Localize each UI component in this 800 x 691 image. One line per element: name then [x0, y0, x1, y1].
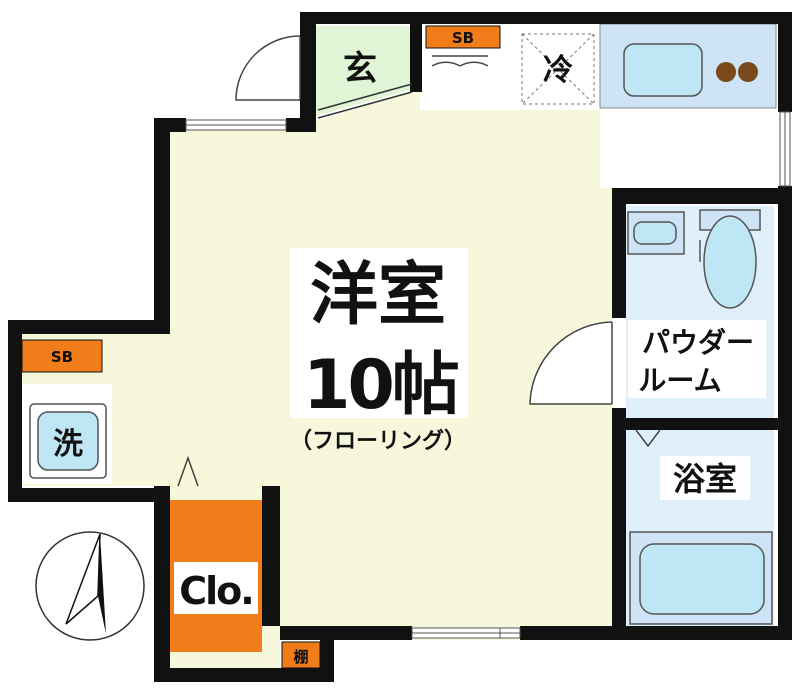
sink-icon: [633, 221, 677, 245]
kitchen-fixtures: [623, 43, 758, 97]
bath-label: 浴室: [673, 460, 737, 498]
windows: [185, 111, 791, 639]
labels: 洋室 10帖 （フローリング） 玄 冷 パウダー ルーム 浴室 洗 Clo. 棚: [53, 49, 766, 666]
shoebox-left: [21, 339, 103, 373]
shelf-label: 棚: [293, 648, 308, 666]
walls: [8, 12, 792, 682]
cooktop-burner-icon: [738, 62, 758, 82]
fridge-icon: [521, 33, 595, 105]
powder-room-label-2: ルーム: [638, 364, 721, 397]
bath-fixtures: [629, 531, 773, 625]
powder-room-label-1: パウダー: [642, 326, 754, 359]
flooring-label: （フローリング）: [290, 428, 466, 454]
fridge-label: 冷: [543, 53, 573, 88]
washer-icon: [29, 403, 107, 479]
powder-door-swing: [529, 321, 613, 405]
toilet-icon: [703, 215, 757, 309]
entrance-floor: [316, 26, 410, 116]
closet-label: Clo.: [179, 569, 252, 613]
shoebox-left-label: SB: [51, 348, 73, 366]
bath-door: [635, 429, 661, 448]
closet-door: [177, 455, 199, 487]
shoebox-door-swing: [431, 61, 489, 67]
entrance-label: 玄: [343, 49, 377, 89]
front-door-swing: [235, 35, 301, 101]
sink-icon: [623, 43, 703, 97]
cooktop-burner-icon: [716, 62, 736, 82]
powder-fixtures: [627, 209, 761, 309]
main-room-name: 洋室: [310, 256, 446, 335]
north-arrow-icon: [35, 531, 145, 641]
shoebox-top: [425, 25, 501, 49]
washer-label: 洗: [53, 427, 83, 462]
main-room-size: 10帖: [303, 346, 459, 425]
shelf: [281, 641, 321, 669]
shoebox-top-label: SB: [452, 29, 474, 47]
doors: [177, 35, 661, 487]
